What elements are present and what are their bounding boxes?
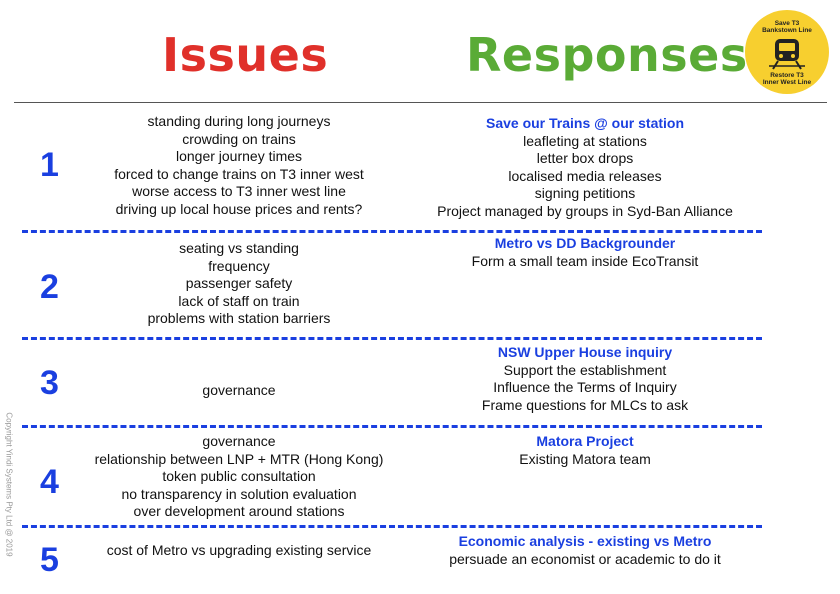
response-item: localised media releases bbox=[508, 167, 662, 184]
response-item: letter box drops bbox=[536, 150, 634, 166]
response-item: leafleting at stations bbox=[523, 132, 647, 149]
response-item: Influence the Terms of Inquiry bbox=[493, 379, 677, 395]
issue-item: token public consultation bbox=[162, 468, 316, 484]
issues-heading: Issues bbox=[162, 28, 329, 82]
issues-list: seating vs standing frequency passenger … bbox=[80, 240, 398, 328]
row-number: 4 bbox=[40, 463, 59, 501]
response-item: Support the establishment bbox=[503, 361, 667, 378]
badge-bottom-text: Restore T3 Inner West Line bbox=[745, 72, 829, 86]
row-number: 1 bbox=[40, 146, 59, 184]
response-item: persuade an economist or academic to do … bbox=[449, 550, 721, 567]
issue-item: relationship between LNP + MTR (Hong Kon… bbox=[94, 450, 384, 467]
copyright-notice: Copyright Yindi Systems Pty Ltd @ 2019 bbox=[4, 412, 14, 557]
badge-top-text: Save T3 Bankstown Line bbox=[745, 20, 829, 34]
row-divider bbox=[22, 425, 762, 428]
row-number: 2 bbox=[40, 268, 59, 306]
row-number: 5 bbox=[40, 541, 59, 579]
responses-list: Matora Project Existing Matora team bbox=[420, 433, 750, 468]
row-divider bbox=[22, 337, 762, 340]
responses-list: NSW Upper House inquiry Support the esta… bbox=[420, 344, 750, 414]
response-item: Project managed by groups in Syd-Ban All… bbox=[437, 202, 733, 219]
issue-item: longer journey times bbox=[175, 148, 303, 164]
save-t3-badge: Save T3 Bankstown Line Restore T3 Inner … bbox=[745, 10, 829, 94]
row-number: 3 bbox=[40, 364, 59, 402]
issue-item: cost of Metro vs upgrading existing serv… bbox=[106, 542, 372, 558]
badge-top-line-2: Bankstown Line bbox=[762, 27, 812, 34]
row-divider bbox=[22, 230, 762, 233]
response-title: Metro vs DD Backgrounder bbox=[494, 235, 676, 251]
issue-item: frequency bbox=[208, 257, 270, 274]
response-item: Frame questions for MLCs to ask bbox=[481, 396, 689, 413]
issue-item: worse access to T3 inner west line bbox=[132, 183, 346, 199]
badge-bottom-line-1: Restore T3 bbox=[770, 72, 804, 79]
issue-item: seating vs standing bbox=[179, 240, 299, 256]
responses-list: Economic analysis - existing vs Metro pe… bbox=[420, 533, 750, 568]
issue-item: forced to change trains on T3 inner west bbox=[114, 165, 364, 182]
response-item: signing petitions bbox=[534, 185, 636, 201]
issue-item: problems with station barriers bbox=[147, 310, 331, 326]
response-item: Form a small team inside EcoTransit bbox=[471, 252, 699, 269]
issue-item: passenger safety bbox=[185, 275, 293, 291]
response-title: NSW Upper House inquiry bbox=[497, 344, 673, 360]
responses-heading: Responses bbox=[466, 28, 748, 82]
responses-list: Save our Trains @ our station leafleting… bbox=[420, 115, 750, 220]
issue-item: no transparency in solution evaluation bbox=[121, 485, 357, 502]
response-item: Existing Matora team bbox=[519, 450, 651, 467]
issues-list: governance relationship between LNP + MT… bbox=[80, 433, 398, 521]
response-title: Economic analysis - existing vs Metro bbox=[458, 533, 712, 549]
issues-list: standing during long journeys crowding o… bbox=[80, 113, 398, 218]
badge-bottom-line-2: Inner West Line bbox=[762, 79, 812, 86]
issue-item: governance bbox=[202, 382, 276, 398]
issue-item: governance bbox=[202, 433, 276, 449]
row-divider bbox=[22, 525, 762, 528]
badge-top-line-1: Save T3 bbox=[774, 20, 800, 27]
responses-list: Metro vs DD Backgrounder Form a small te… bbox=[420, 235, 750, 270]
response-title: Matora Project bbox=[536, 433, 634, 449]
issues-list: governance bbox=[80, 382, 398, 400]
issue-item: lack of staff on train bbox=[178, 292, 300, 309]
header-divider bbox=[14, 102, 827, 103]
issue-item: crowding on trains bbox=[182, 130, 296, 147]
issue-item: over development around stations bbox=[133, 503, 345, 519]
issue-item: standing during long journeys bbox=[147, 113, 331, 129]
response-title: Save our Trains @ our station bbox=[485, 115, 685, 131]
train-icon bbox=[769, 39, 805, 70]
issue-item: driving up local house prices and rents? bbox=[115, 200, 363, 217]
issues-list: cost of Metro vs upgrading existing serv… bbox=[80, 542, 398, 560]
